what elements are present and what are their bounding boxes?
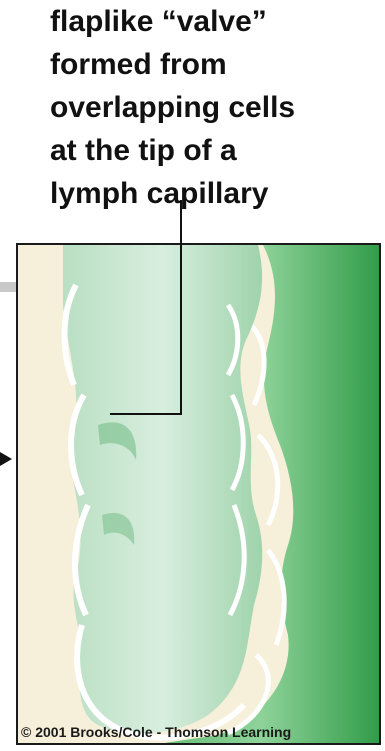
leader-line-vertical (180, 200, 182, 415)
caption-line-1: flaplike “valve” (50, 0, 380, 43)
copyright-notice: © 2001 Brooks/Cole - Thomson Learning (21, 724, 291, 740)
right-cell-edge-3 (268, 550, 284, 645)
gray-side-bar (0, 282, 16, 292)
caption-line-4: at the tip of a (50, 129, 380, 172)
valve-caption: flaplike “valve” formed from overlapping… (50, 0, 380, 215)
caption-line-3: overlapping cells (50, 86, 380, 129)
right-cell-edge-2 (258, 435, 278, 525)
right-cell-edge-1 (250, 325, 264, 405)
illustration-frame: © 2001 Brooks/Cole - Thomson Learning (16, 243, 381, 745)
caption-line-5: lymph capillary (50, 172, 380, 215)
lymph-capillary-illustration (18, 245, 381, 745)
arrow-pointer-icon (0, 452, 12, 466)
caption-line-2: formed from (50, 43, 380, 86)
leader-line-horizontal (110, 413, 182, 415)
